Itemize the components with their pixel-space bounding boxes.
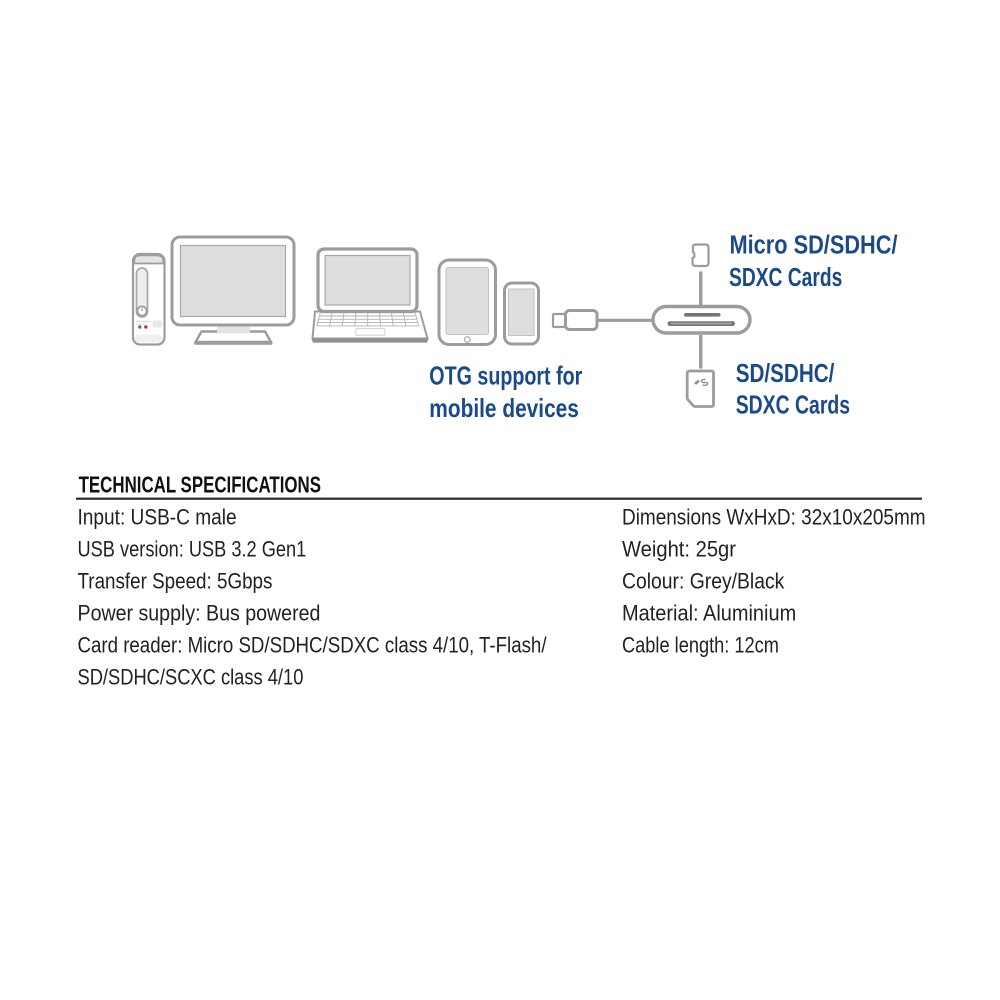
svg-text:Colour: Grey/Black: Colour: Grey/Black xyxy=(622,569,785,594)
svg-text:Power supply: Bus powered: Power supply: Bus powered xyxy=(78,601,321,626)
svg-text:Transfer Speed: 5Gbps: Transfer Speed: 5Gbps xyxy=(78,569,273,594)
svg-text:Micro SD/SDHC/: Micro SD/SDHC/ xyxy=(730,231,898,260)
svg-text:Material: Aluminium: Material: Aluminium xyxy=(622,600,796,625)
svg-text:SD/SDHC/: SD/SDHC/ xyxy=(736,359,835,388)
svg-text:Card reader: Micro SD/SDHC/SDX: Card reader: Micro SD/SDHC/SDXC class 4/… xyxy=(78,633,547,658)
svg-text:TECHNICAL SPECIFICATIONS: TECHNICAL SPECIFICATIONS xyxy=(79,473,321,498)
svg-text:SDXC Cards: SDXC Cards xyxy=(736,390,850,419)
svg-text:Input: USB-C male: Input: USB-C male xyxy=(78,505,237,530)
svg-text:Cable length: 12cm: Cable length: 12cm xyxy=(622,633,779,658)
svg-text:Dimensions WxHxD: 32x10x205mm: Dimensions WxHxD: 32x10x205mm xyxy=(622,505,926,530)
svg-text:mobile devices: mobile devices xyxy=(429,394,579,423)
svg-text:USB version: USB 3.2 Gen1: USB version: USB 3.2 Gen1 xyxy=(78,537,307,562)
svg-text:SDXC Cards: SDXC Cards xyxy=(729,262,842,292)
svg-text:OTG support for: OTG support for xyxy=(429,361,582,390)
svg-text:SD/SDHC/SCXC class 4/10: SD/SDHC/SCXC class 4/10 xyxy=(78,665,304,690)
svg-text:Weight: 25gr: Weight: 25gr xyxy=(622,536,736,561)
